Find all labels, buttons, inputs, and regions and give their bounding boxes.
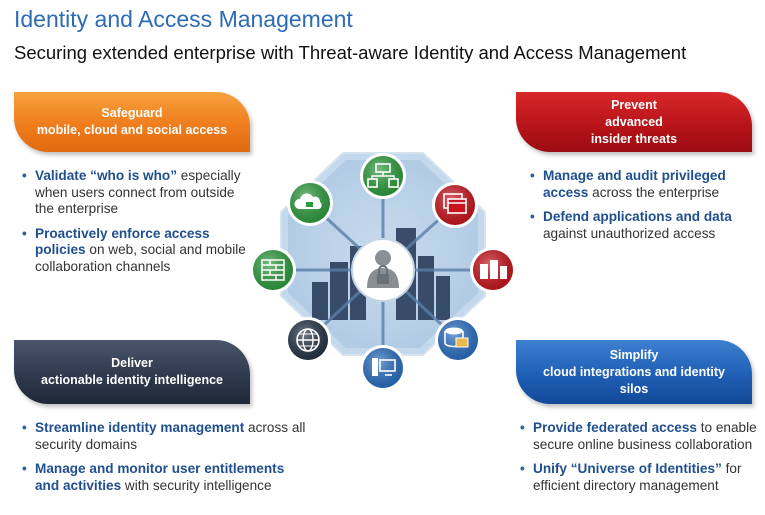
page-title: Identity and Access Management <box>14 6 353 32</box>
bullet-text: to enable secure online business collabo… <box>533 420 757 452</box>
prevent-list: Manage and audit privileged access acros… <box>530 168 760 250</box>
tab-line: Prevent <box>611 97 657 112</box>
database-users-icon <box>435 317 481 363</box>
page-subtitle: Securing extended enterprise with Threat… <box>14 42 687 63</box>
browser-windows-icon <box>432 182 478 228</box>
tab-line: Simplify <box>609 347 659 362</box>
simplify-list: Provide federated access to enable secur… <box>520 420 760 502</box>
tab-line: cloud integrations and identity <box>543 364 725 379</box>
bullet-bold: Validate “who is who” <box>35 168 178 183</box>
bullet-bold: Defend applications and data <box>543 209 732 224</box>
bullet-bold: Provide federated access <box>533 420 697 435</box>
bullet-text: against unauthorized access <box>543 225 716 241</box>
list-item: Validate “who is who” especially when us… <box>22 168 252 218</box>
bullet-bold: Streamline identity management <box>35 420 245 435</box>
bullet-text: especially when users connect from outsi… <box>35 168 241 216</box>
list-item: Provide federated access to enable secur… <box>520 420 760 453</box>
servers-icon <box>470 247 516 293</box>
cloud-lock-icon <box>287 180 333 226</box>
list-item: Manage and audit privileged access acros… <box>530 168 760 201</box>
bullet-text: across the enterprise <box>592 184 720 200</box>
globe-icon <box>285 317 331 363</box>
tab-line: silos <box>619 381 649 396</box>
bullet-bold: Manage and monitor user entitlements and… <box>35 461 285 493</box>
bullet-text: on web, social and mobile collaboration … <box>35 242 246 274</box>
user-lock-icon <box>351 238 415 302</box>
list-item: Streamline identity management across al… <box>22 420 312 453</box>
prevent-tab: Prevent advanced insider threats <box>516 92 752 152</box>
tab-line: mobile, cloud and social access <box>36 123 228 137</box>
bullet-text: across all security domains <box>35 420 306 452</box>
simplify-tab: Simplify cloud integrations and identity… <box>516 340 752 404</box>
list-item: Unify “Universe of Identities” for effic… <box>520 461 760 494</box>
list-item: Defend applications and data against una… <box>530 209 760 242</box>
bullet-text: with security intelligence <box>124 477 272 493</box>
bullet-text: for efficient directory management <box>533 461 742 493</box>
bullet-bold: Unify “Universe of Identities” <box>533 461 722 476</box>
bullet-bold: Proactively enforce access policies <box>35 225 210 258</box>
deliver-tab: Deliver actionable identity intelligence <box>14 340 250 404</box>
tab-line: Deliver <box>111 356 153 370</box>
safeguard-tab: Safeguard mobile, cloud and social acces… <box>14 92 250 152</box>
bullet-bold: Manage and audit privileged access <box>543 168 726 200</box>
computer-icon <box>360 345 406 391</box>
list-item: Manage and monitor user entitlements and… <box>22 461 312 494</box>
tab-line: insider threats <box>590 131 678 146</box>
deliver-list: Streamline identity management across al… <box>22 420 312 502</box>
tab-line: advanced <box>605 114 663 129</box>
tab-line: Safeguard <box>101 106 163 120</box>
tab-line: actionable identity intelligence <box>41 373 223 387</box>
network-devices-icon <box>360 153 406 199</box>
firewall-icon <box>250 247 296 293</box>
safeguard-list: Validate “who is who” especially when us… <box>22 168 252 283</box>
list-item: Proactively enforce access policies on w… <box>22 226 252 276</box>
